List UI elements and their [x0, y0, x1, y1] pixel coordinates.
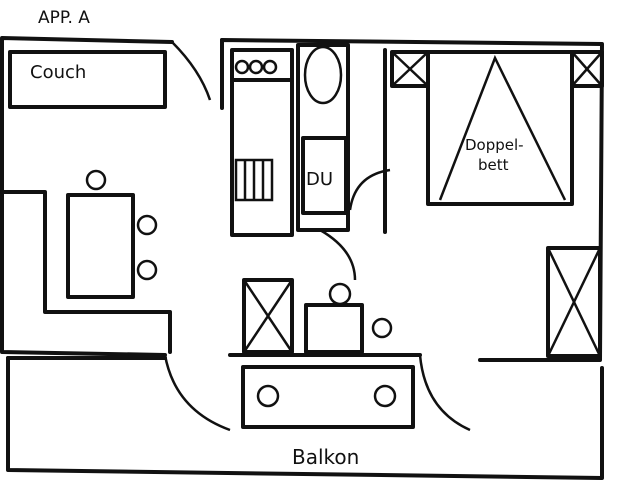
balcony-label: Balkon	[292, 445, 359, 469]
dining-area	[242, 278, 393, 354]
apartment-title: APP. A	[38, 8, 90, 28]
kitchen-and-bathroom: DU	[230, 43, 387, 237]
couch-label: Couch	[30, 62, 86, 83]
outer-walls	[0, 36, 604, 480]
bed-label-line1: Doppel-	[465, 136, 524, 154]
doors	[163, 41, 471, 432]
living-area-furniture	[0, 169, 172, 354]
couch: Couch	[8, 50, 167, 109]
bed-label-line2: bett	[478, 156, 509, 174]
bedroom: Doppel- bett	[390, 50, 604, 358]
shower-label: DU	[306, 169, 333, 190]
balcony: Balkon	[241, 365, 415, 469]
